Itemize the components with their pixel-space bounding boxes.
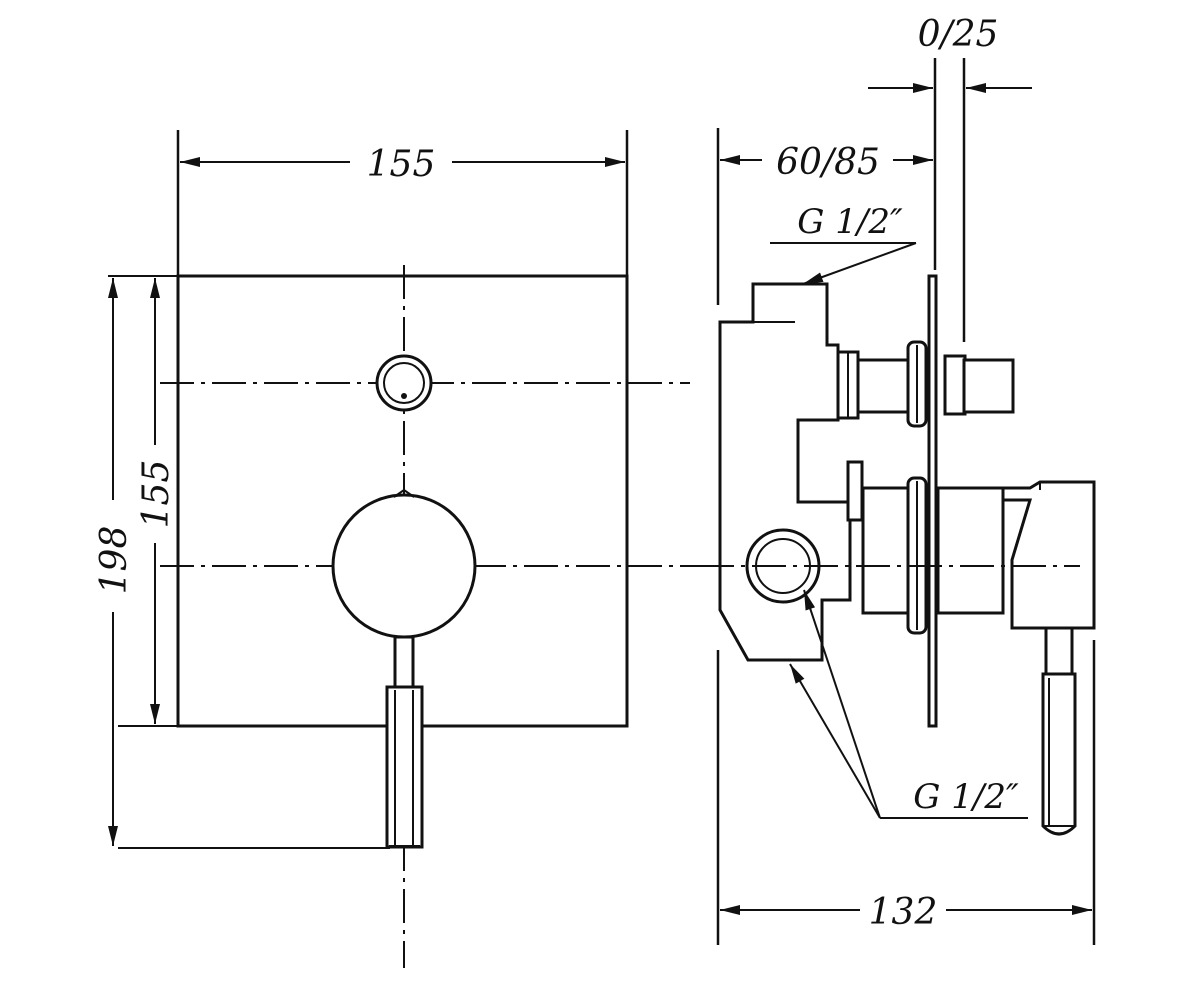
handle-shell: [936, 486, 1005, 615]
dim-side-width-label: 132: [869, 892, 938, 933]
leader-thread-bottom-b: [803, 589, 881, 819]
diverter-knob-side: [962, 358, 1015, 414]
diverter-shaft: [856, 358, 912, 414]
lever-handle: [385, 685, 424, 849]
lever-stem: [393, 635, 415, 689]
leader-thread-bottom-a: [789, 663, 881, 819]
side-lever-handle: [1041, 672, 1077, 836]
mixer-body: [718, 282, 852, 662]
dim-top-width-label: 155: [367, 144, 436, 185]
handle-rosette-notch: [393, 488, 415, 498]
diverter-knob-dot: [401, 393, 407, 399]
thread-label-top: G 1/2″: [797, 202, 903, 242]
dim-inner-height-label: 155: [136, 460, 177, 529]
wall-plate-side: [927, 274, 938, 728]
handle-rosette: [331, 493, 477, 639]
dim-outer-height-label: 198: [94, 526, 135, 595]
diverter-knob-outer: [375, 354, 433, 412]
side-view: 0/25 60/85 132: [700, 14, 1096, 945]
side-lever-stem: [1044, 626, 1074, 676]
dim-adjust-label: 0/25: [918, 14, 999, 55]
diverter-spindle: [943, 354, 967, 416]
dim-depth-label: 60/85: [776, 142, 880, 183]
thread-label-bottom: G 1/2″: [913, 777, 1019, 817]
front-view: 155 198 155: [94, 130, 700, 968]
retaining-clip: [846, 460, 864, 522]
leader-thread-top: [802, 242, 917, 285]
diverter-knob-inner: [383, 362, 425, 404]
